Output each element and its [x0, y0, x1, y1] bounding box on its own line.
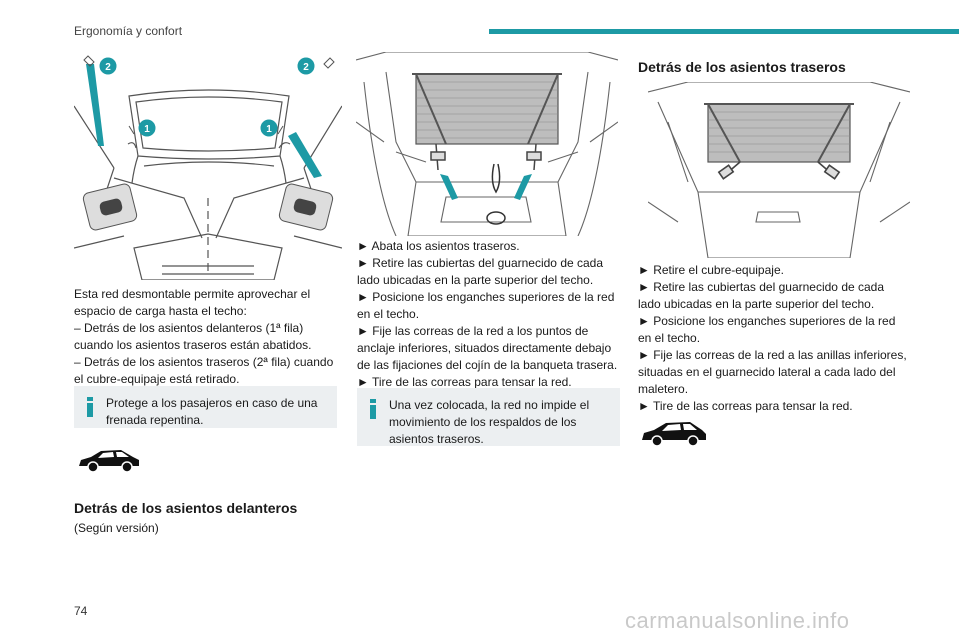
car-silhouette-icon — [79, 450, 139, 473]
figure-badge: 2 — [105, 62, 111, 73]
step: ► Tire de las correas para tensar la red… — [357, 375, 572, 389]
page-number: 74 — [74, 604, 88, 618]
caption: (Según versión) — [74, 521, 159, 535]
info-note: Una vez colocada, la red no impide el mo… — [357, 388, 620, 446]
illustration-rear-net-anchors — [356, 52, 618, 236]
figure-badge: 2 — [303, 62, 309, 73]
step: ► Retire las cubiertas del guarnecido de… — [638, 280, 885, 311]
step: ► Tire de las correas para tensar la red… — [638, 399, 853, 413]
header-title: Ergonomía y confort — [74, 24, 183, 38]
column-3-steps: ► Retire el cubre-equipaje. ► Retire las… — [638, 262, 908, 415]
column-1-text: Esta red desmontable permite aprovechar … — [74, 286, 340, 388]
illustration-front-seats-net: 2 2 1 1 — [74, 55, 342, 280]
step: ► Abata los asientos traseros. — [357, 239, 520, 253]
section-heading: Detrás de los asientos delanteros — [74, 500, 298, 516]
info-note: Protege a los pasajeros en caso de una f… — [74, 386, 337, 428]
step: ► Fije las correas de la red a los punto… — [357, 324, 618, 372]
note-text: Protege a los pasajeros en caso de una f… — [106, 396, 318, 427]
figure-badge: 1 — [266, 124, 272, 135]
info-icon — [367, 399, 379, 419]
watermark: carmanualsonline.info — [625, 608, 850, 633]
header-accent-bar — [489, 29, 959, 34]
illustration-trunk-net — [648, 82, 910, 258]
section-heading: Detrás de los asientos traseros — [638, 59, 846, 75]
car-silhouette-icon — [642, 422, 706, 447]
step: ► Fije las correas de la red a las anill… — [638, 348, 907, 396]
step: ► Retire las cubiertas del guarnecido de… — [357, 256, 604, 287]
note-text: Una vez colocada, la red no impide el mo… — [389, 398, 590, 446]
step: ► Posicione los enganches superiores de … — [357, 290, 615, 321]
paragraph: – Detrás de los asientos traseros (2ª fi… — [74, 355, 334, 386]
step: ► Retire el cubre-equipaje. — [638, 263, 784, 277]
figure-badge: 1 — [144, 124, 150, 135]
column-2-steps: ► Abata los asientos traseros. ► Retire … — [357, 238, 622, 391]
paragraph: Esta red desmontable permite aprovechar … — [74, 287, 311, 318]
info-icon — [84, 397, 96, 417]
step: ► Posicione los enganches superiores de … — [638, 314, 896, 345]
paragraph: – Detrás de los asientos delanteros (1ª … — [74, 321, 312, 352]
